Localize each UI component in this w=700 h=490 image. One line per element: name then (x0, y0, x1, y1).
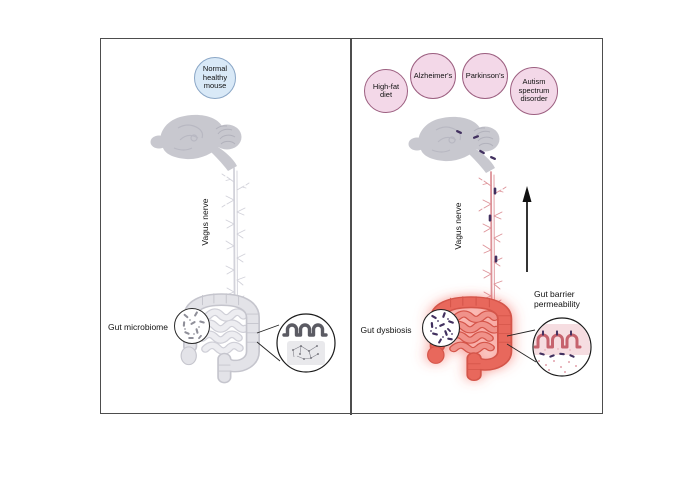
vagus-nerve-label-right: Vagus nerve (453, 202, 463, 250)
mouse-brain-illustration-right (407, 116, 501, 174)
gut-barrier-permeability-label: Gut barrier permeability (534, 289, 580, 310)
gut-microbiome-bacteria-icon (174, 308, 210, 344)
gut-microbiome-label: Gut microbiome (108, 322, 168, 332)
gut-barrier-closeup-left (256, 313, 336, 373)
mouse-brain-illustration-left (149, 114, 243, 172)
condition-badge-autism-spectrum-disorder: Autism spectrum disorder (510, 67, 558, 115)
gut-dysbiosis-label: Gut dysbiosis (360, 325, 412, 335)
panel-divider (350, 38, 352, 415)
condition-badge-normal-healthy-mouse: Normal healthy mouse (194, 57, 236, 99)
gut-barrier-closeup-right (506, 317, 592, 377)
signal-up-arrow-icon (522, 186, 532, 272)
vagus-nerve-illustration-left (221, 167, 250, 307)
condition-badge-parkinsons: Parkinson's (462, 53, 508, 99)
gut-dysbiosis-bacteria-icon (421, 308, 461, 348)
enteric-neurons-icon (292, 345, 319, 360)
condition-badge-alzheimers: Alzheimer's (410, 53, 456, 99)
vagus-nerve-label-left: Vagus nerve (200, 198, 210, 246)
gut-barrier-epithelium-icon (282, 323, 328, 337)
condition-badge-high-fat-diet: High-fat diet (364, 69, 408, 113)
nerve-bacteria-icon (488, 187, 498, 263)
vagus-nerve-illustration-right (478, 171, 507, 311)
